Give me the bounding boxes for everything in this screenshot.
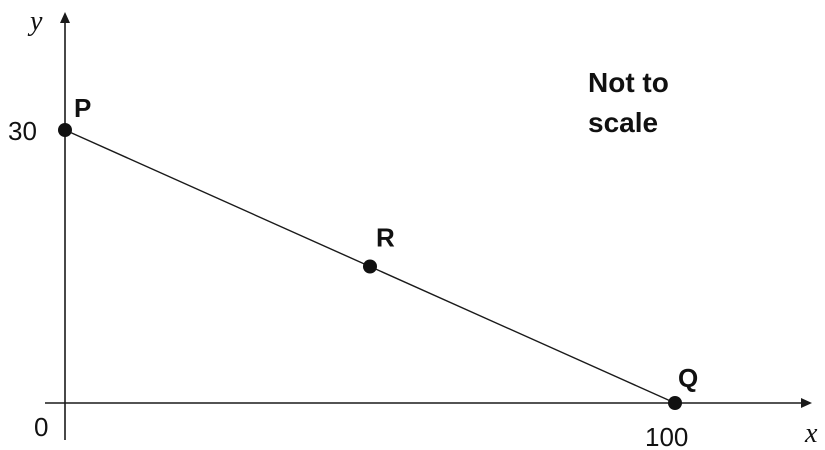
not-to-scale-note-line2: scale — [588, 107, 658, 138]
point-r-dot — [363, 259, 377, 274]
x-axis-label: x — [804, 418, 818, 449]
not-to-scale-note-line1: Not to — [588, 67, 669, 98]
point-p-dot — [58, 123, 72, 137]
point-q-dot — [668, 396, 682, 410]
point-r-label: R — [376, 223, 395, 253]
x-tick-label-100: 100 — [645, 422, 688, 450]
point-p-label: P — [74, 93, 91, 123]
y-tick-label-30: 30 — [8, 116, 37, 146]
y-axis-label: y — [27, 6, 43, 37]
origin-label: 0 — [34, 412, 48, 442]
point-q-label: Q — [678, 363, 698, 393]
